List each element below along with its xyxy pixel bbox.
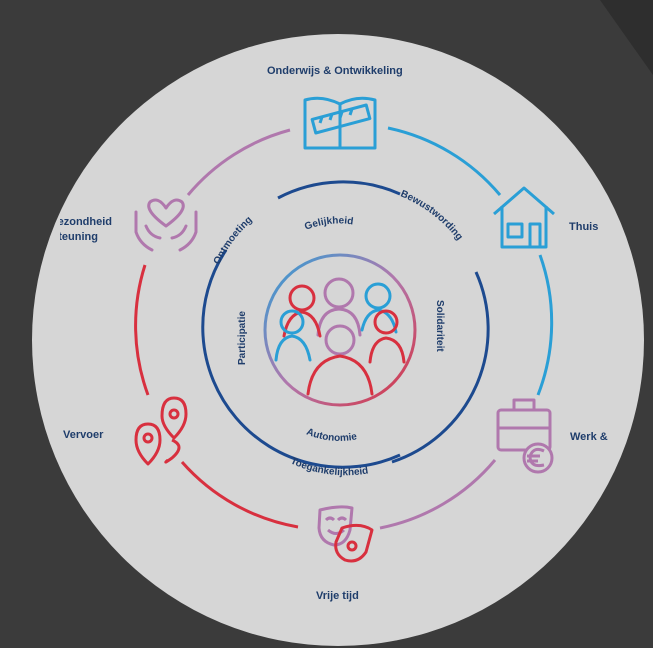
inner-label-participatie: Participatie (237, 311, 248, 365)
corner-wedge (600, 0, 653, 75)
middle-arc-top (277, 180, 401, 200)
people-group-icon (274, 277, 406, 396)
outer-arc-bottom-right (379, 459, 497, 530)
outer-arc-bottom-left (180, 461, 299, 529)
outer-arc-left (134, 264, 150, 396)
label-zorg-ondersteuning: Zorg & Ondersteuning (60, 231, 98, 243)
house-icon (493, 186, 555, 249)
inner-label-solidariteit: Solidariteit (434, 300, 445, 352)
route-pins-icon (134, 396, 188, 466)
label-werk: Werk & (570, 431, 608, 443)
label-vrije-tijd: Vrije tijd (316, 590, 359, 602)
outer-arc-top-right (387, 126, 502, 196)
label-vervoer: Vervoer (63, 429, 104, 441)
label-gezondheid: Gezondheid (60, 216, 112, 228)
outer-arc-top-left (186, 128, 291, 196)
briefcase-euro-icon (496, 398, 554, 474)
label-onderwijs: Onderwijs & Ontwikkeling (267, 65, 403, 77)
label-thuis: Thuis (569, 221, 599, 233)
book-ruler-icon (303, 96, 377, 150)
inner-circle (263, 253, 417, 407)
theatre-masks-icon (317, 505, 374, 563)
middle-arc-left (201, 249, 401, 469)
middle-arc-right (391, 271, 490, 464)
heart-hands-icon (134, 198, 198, 252)
outer-arc-right (536, 254, 554, 396)
